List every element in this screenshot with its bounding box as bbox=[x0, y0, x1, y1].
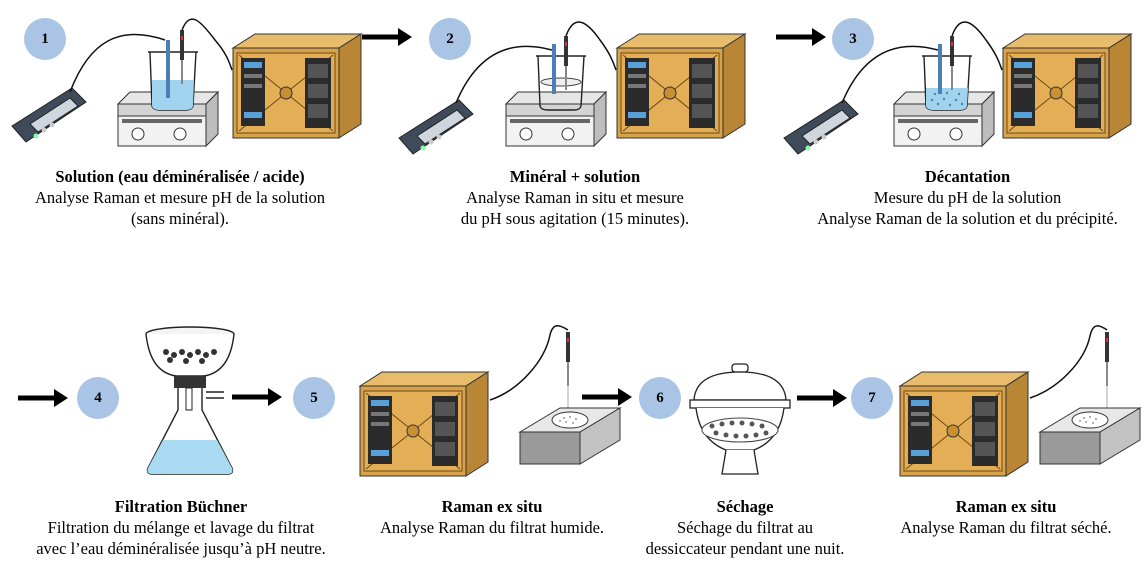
step3-caption: Décantation Mesure du pH de la solution … bbox=[790, 166, 1145, 229]
raman-spectrometer-icon bbox=[359, 371, 489, 477]
ph-meter-icon bbox=[783, 99, 859, 155]
arrow-icon bbox=[797, 389, 847, 407]
sample-holder-icon bbox=[519, 407, 621, 465]
step7-caption: Raman ex situ Analyse Raman du filtrat s… bbox=[870, 496, 1142, 538]
step3-illustration bbox=[783, 21, 1132, 155]
beaker-icon bbox=[922, 55, 972, 111]
raman-probe-icon bbox=[166, 18, 233, 98]
step-title: Séchage bbox=[716, 497, 774, 516]
step7-illustration bbox=[899, 325, 1141, 477]
step-title: Filtration Büchner bbox=[114, 497, 248, 516]
raman-probe-icon bbox=[938, 21, 1003, 94]
beaker-icon bbox=[536, 55, 586, 111]
step-number-badge: 3 bbox=[832, 18, 874, 60]
step-description: Filtration du mélange et lavage du filtr… bbox=[47, 518, 315, 537]
raman-spectrometer-icon bbox=[1002, 33, 1132, 139]
step-title: Décantation bbox=[924, 167, 1011, 186]
step-number-badge: 6 bbox=[639, 377, 681, 419]
step-description: Analyse Raman et mesure pH de la solutio… bbox=[34, 188, 326, 207]
step-description: Mesure du pH de la solution bbox=[873, 188, 1062, 207]
arrow-icon bbox=[776, 28, 826, 46]
ph-meter-icon bbox=[398, 99, 474, 155]
step1-caption: Solution (eau déminéralisée / acide) Ana… bbox=[0, 166, 360, 229]
step-description: (sans minéral). bbox=[130, 209, 230, 228]
step-description: Analyse Raman in situ et mesure bbox=[466, 188, 684, 207]
buchner-funnel-icon bbox=[145, 326, 235, 475]
step2-caption: Minéral + solution Analyse Raman in situ… bbox=[405, 166, 745, 229]
step5-caption: Raman ex situ Analyse Raman du filtrat h… bbox=[352, 496, 632, 538]
step-description: Analyse Raman du filtrat séché. bbox=[900, 518, 1112, 537]
step-number-badge: 2 bbox=[429, 18, 471, 60]
arrow-icon bbox=[18, 389, 68, 407]
raman-probe-icon bbox=[1029, 325, 1109, 420]
sample-holder-icon bbox=[1039, 407, 1141, 465]
raman-probe-icon bbox=[489, 325, 570, 420]
raman-spectrometer-icon bbox=[616, 33, 746, 139]
raman-spectrometer-icon bbox=[899, 371, 1029, 477]
step-description: Analyse Raman de la solution et du préci… bbox=[817, 209, 1118, 228]
magnetic-stirrer-icon bbox=[505, 91, 607, 147]
step-description: Analyse Raman du filtrat humide. bbox=[379, 518, 605, 537]
arrow-icon bbox=[232, 388, 282, 406]
step4-caption: Filtration Büchner Filtration du mélange… bbox=[6, 496, 356, 559]
step5-illustration bbox=[359, 325, 621, 477]
step-title: Raman ex situ bbox=[441, 497, 543, 516]
step-description: avec l’eau déminéralisée jusqu’à pH neut… bbox=[36, 539, 326, 558]
arrow-icon bbox=[362, 28, 412, 46]
step-number-badge: 5 bbox=[293, 377, 335, 419]
step-number-badge: 1 bbox=[24, 18, 66, 60]
step-title: Minéral + solution bbox=[509, 167, 641, 186]
step-number-badge: 7 bbox=[851, 377, 893, 419]
arrow-icon bbox=[582, 388, 632, 406]
step-description: dessiccateur pendant une nuit. bbox=[645, 539, 845, 558]
step-description: Séchage du filtrat au bbox=[676, 518, 814, 537]
step-title: Solution (eau déminéralisée / acide) bbox=[55, 167, 305, 186]
desiccator-icon bbox=[689, 363, 791, 475]
step-number-badge: 4 bbox=[77, 377, 119, 419]
step6-caption: Séchage Séchage du filtrat au dessiccate… bbox=[630, 496, 860, 559]
step1-illustration bbox=[11, 18, 362, 147]
raman-probe-icon bbox=[552, 21, 617, 94]
step-title: Raman ex situ bbox=[955, 497, 1057, 516]
step2-illustration bbox=[398, 21, 746, 155]
ph-meter-icon bbox=[11, 87, 87, 143]
step-description: du pH sous agitation (15 minutes). bbox=[460, 209, 690, 228]
raman-spectrometer-icon bbox=[232, 33, 362, 139]
beaker-icon bbox=[148, 51, 198, 111]
